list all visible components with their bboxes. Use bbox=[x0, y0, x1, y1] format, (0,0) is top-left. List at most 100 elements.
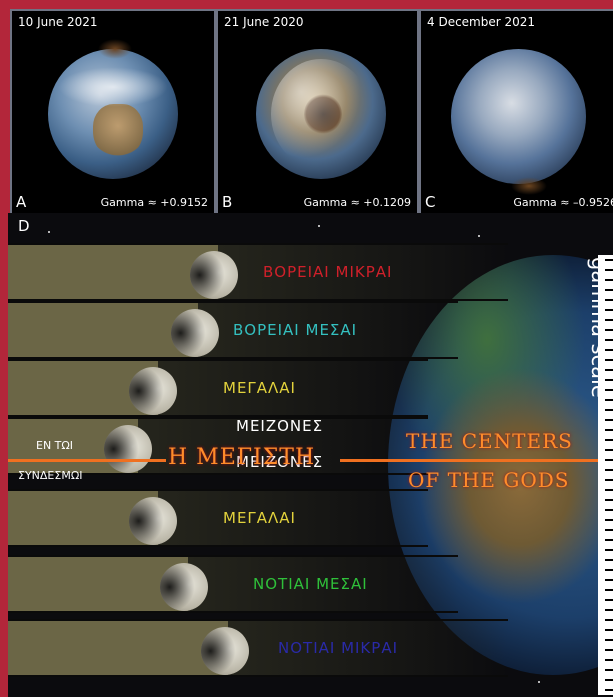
scale-tick bbox=[605, 569, 613, 571]
scale-tick bbox=[605, 259, 613, 261]
scale-tick bbox=[605, 489, 613, 491]
scale-tick bbox=[605, 379, 613, 381]
scale-tick bbox=[605, 589, 613, 591]
scale-tick bbox=[605, 509, 613, 511]
scale-tick bbox=[605, 429, 613, 431]
gamma-scale-label: gamma scale bbox=[587, 257, 611, 398]
scale-tick bbox=[605, 449, 613, 451]
band-fill bbox=[8, 621, 228, 675]
panel-b-letter: B bbox=[222, 193, 233, 211]
band-shadow bbox=[198, 303, 458, 357]
scale-tick bbox=[605, 439, 613, 441]
scale-tick bbox=[605, 299, 613, 301]
moon-shadow bbox=[129, 497, 177, 545]
centers-line-2: OF THE GODS bbox=[408, 468, 570, 492]
scale-tick bbox=[605, 529, 613, 531]
scale-tick bbox=[605, 609, 613, 611]
band-label-4: ΜΕΙΖΟΝΕΣ bbox=[236, 417, 324, 435]
scale-tick bbox=[605, 479, 613, 481]
band-6: ΜΕΓΑΛΑΙ bbox=[8, 489, 428, 547]
band-8: ΝΟΤΙΑΙ ΜΙΚΡΑΙ bbox=[8, 619, 508, 677]
scale-tick bbox=[605, 579, 613, 581]
moon-shadow bbox=[104, 425, 152, 473]
panel-c: 4 December 2021 C Gamma ≈ –0.9526 bbox=[419, 9, 613, 215]
earth-image-a bbox=[48, 49, 178, 179]
band-label-3: ΜΕΓΑΛΑΙ bbox=[223, 379, 296, 397]
scale-tick bbox=[605, 629, 613, 631]
moon-shadow bbox=[129, 367, 177, 415]
star bbox=[48, 231, 50, 233]
band-label-8: ΝΟΤΙΑΙ ΜΙΚΡΑΙ bbox=[278, 639, 398, 657]
panel-a-gamma: Gamma ≈ +0.9152 bbox=[100, 196, 208, 209]
star bbox=[538, 681, 540, 683]
star bbox=[318, 225, 320, 227]
band-shadow bbox=[218, 245, 508, 299]
band-2: ΒΟΡΕΙΑΙ ΜΕΣΑΙ bbox=[8, 301, 458, 359]
scale-tick bbox=[605, 639, 613, 641]
conjunction-label-top: ΕΝ ΤΩΙ bbox=[36, 439, 74, 452]
band-fill bbox=[8, 245, 218, 299]
gamma-scale-bar bbox=[598, 255, 613, 695]
scale-tick bbox=[605, 369, 613, 371]
scale-tick bbox=[605, 269, 613, 271]
greatest-label: Η ΜΕΓΙΣΤΗ bbox=[168, 445, 316, 470]
panel-c-gamma: Gamma ≈ –0.9526 bbox=[513, 196, 613, 209]
shadow-spot-a bbox=[98, 39, 132, 59]
band-label-2: ΒΟΡΕΙΑΙ ΜΕΣΑΙ bbox=[233, 321, 358, 339]
panel-a: 10 June 2021 A Gamma ≈ +0.9152 bbox=[10, 9, 216, 215]
scale-tick bbox=[605, 659, 613, 661]
moon-shadow bbox=[160, 563, 208, 611]
scale-tick bbox=[605, 619, 613, 621]
panel-d: D ΒΟΡΕΙΑΙ ΜΙΚΡΑΙ ΒΟΡΕΙΑΙ ΜΕΣΑΙ ΜΕ bbox=[8, 213, 613, 697]
band-fill bbox=[8, 303, 198, 357]
panel-b: 21 June 2020 B Gamma ≈ +0.1209 bbox=[216, 9, 419, 215]
band-label-1: ΒΟΡΕΙΑΙ ΜΙΚΡΑΙ bbox=[263, 263, 393, 281]
scale-tick bbox=[605, 669, 613, 671]
earth-image-b bbox=[256, 49, 386, 179]
band-shadow bbox=[188, 557, 458, 611]
scale-tick bbox=[605, 309, 613, 311]
band-label-6: ΜΕΓΑΛΑΙ bbox=[223, 509, 296, 527]
moon-shadow bbox=[190, 251, 238, 299]
scale-tick bbox=[605, 389, 613, 391]
scale-tick bbox=[605, 459, 613, 461]
scale-tick bbox=[605, 319, 613, 321]
moon-shadow bbox=[201, 627, 249, 675]
band-7: ΝΟΤΙΑΙ ΜΕΣΑΙ bbox=[8, 555, 458, 613]
panel-c-letter: C bbox=[425, 193, 436, 211]
earth-image-c bbox=[451, 49, 586, 195]
scale-tick bbox=[605, 689, 613, 691]
centers-line-1: THE CENTERS bbox=[406, 429, 573, 453]
conjunction-label-bottom: ΣΥΝΔΕΣΜΩΙ bbox=[18, 469, 83, 482]
moon-shadow bbox=[171, 309, 219, 357]
band-shadow bbox=[158, 361, 428, 415]
scale-tick bbox=[605, 409, 613, 411]
scale-tick bbox=[605, 559, 613, 561]
band-shadow bbox=[228, 621, 508, 675]
greatest-line-right bbox=[340, 459, 608, 462]
scale-tick bbox=[605, 599, 613, 601]
scale-tick bbox=[605, 499, 613, 501]
band-4: ΜΕΙΖΟΝΕΣ ΜΕΙΖΟΝΕΣ bbox=[8, 417, 428, 475]
star bbox=[478, 235, 480, 237]
panel-d-letter: D bbox=[18, 217, 30, 235]
band-3: ΜΕΓΑΛΑΙ bbox=[8, 359, 428, 417]
panel-b-gamma: Gamma ≈ +0.1209 bbox=[303, 196, 411, 209]
panel-a-date: 10 June 2021 bbox=[18, 15, 98, 29]
band-shadow bbox=[158, 491, 428, 545]
scale-tick bbox=[605, 329, 613, 331]
scale-tick bbox=[605, 349, 613, 351]
scale-tick bbox=[605, 549, 613, 551]
panel-b-date: 21 June 2020 bbox=[224, 15, 304, 29]
scale-tick bbox=[605, 289, 613, 291]
scale-tick bbox=[605, 359, 613, 361]
band-fill bbox=[8, 557, 188, 611]
band-1: ΒΟΡΕΙΑΙ ΜΙΚΡΑΙ bbox=[8, 243, 508, 301]
scale-tick bbox=[605, 469, 613, 471]
band-shadow bbox=[138, 419, 428, 473]
scale-tick bbox=[605, 519, 613, 521]
scale-tick bbox=[605, 279, 613, 281]
scale-tick bbox=[605, 419, 613, 421]
scale-tick bbox=[605, 539, 613, 541]
